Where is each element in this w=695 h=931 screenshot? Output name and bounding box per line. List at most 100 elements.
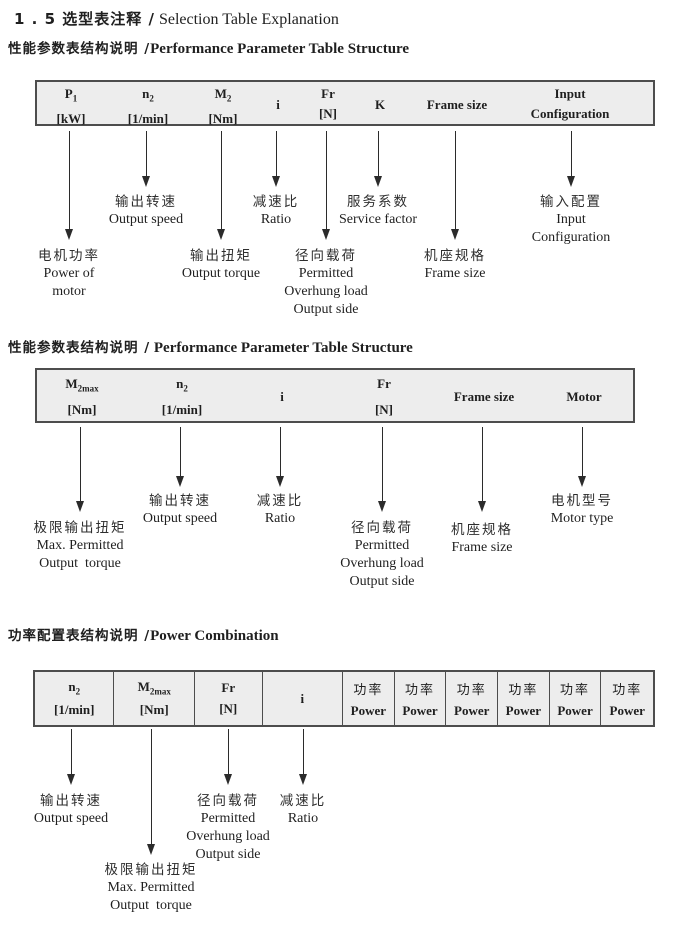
col-frame-size: Frame size — [402, 95, 512, 115]
callout-overhung-load: 径向载荷 Permitted Overhung load Output side — [340, 519, 424, 591]
col-unit: Power — [557, 702, 593, 718]
callout-line: 输出转速 — [114, 194, 177, 210]
arrow-down-icon — [377, 427, 387, 512]
col-main: i — [280, 389, 284, 404]
col-i: i — [227, 387, 337, 407]
col-main: M2max — [65, 376, 99, 394]
col-main: n2 — [68, 679, 81, 697]
arrow-down-icon — [373, 131, 383, 187]
callout-line: 服务系数 — [347, 194, 409, 210]
section-heading-en: Performance Parameter Table Structure — [150, 41, 410, 57]
col-m2max: M2max [Nm] — [27, 374, 137, 420]
col-main: 功率 — [560, 682, 591, 698]
callout-line: Output torque — [110, 898, 192, 913]
callout-line: Service factor — [338, 212, 418, 227]
callout-ratio: 减速比 Ratio — [280, 792, 327, 828]
col-main: i — [300, 690, 305, 706]
callout-line: Max. Permitted — [36, 538, 124, 553]
callout-overhung-load: 径向载荷 Permitted Overhung load Output side — [284, 247, 368, 319]
callout-line: Overhung load — [340, 556, 424, 571]
arrow-down-icon — [450, 131, 460, 240]
col-main: Frame size — [426, 97, 488, 112]
page-title: 1 . 5 选型表注释 / Selection Table Explanatio… — [14, 8, 339, 29]
section-heading: 功率配置表结构说明 /Power Combination — [8, 624, 279, 645]
callout-line: motor — [52, 284, 86, 299]
col-unit: [N] — [374, 402, 394, 417]
col-main: Motor — [566, 389, 602, 404]
callout-line: Input — [556, 212, 586, 227]
arrow-down-icon — [175, 427, 185, 487]
callout-output-speed: 输出转速 Output speed — [143, 492, 217, 528]
arrow-down-icon — [477, 427, 487, 512]
callout-output-speed: 输出转速 Output speed — [109, 193, 183, 229]
callout-line: 径向载荷 — [197, 793, 259, 809]
callout-line: 输出转速 — [39, 793, 102, 809]
col-fr: Fr [N] — [195, 672, 263, 725]
col-main: 功率 — [612, 682, 643, 698]
callout-line: 机座规格 — [424, 248, 486, 264]
arrow-down-icon — [271, 131, 281, 187]
arrow-down-icon — [275, 427, 285, 487]
arrow-down-icon — [577, 427, 587, 487]
callout-line: Ratio — [264, 511, 296, 526]
col-main: K — [374, 97, 386, 112]
col-k: K — [325, 95, 435, 115]
col-power-4: 功率 Power — [498, 672, 550, 725]
col-main: M2 — [214, 86, 232, 104]
col-power-6: 功率 Power — [601, 672, 653, 725]
col-main: 功率 — [508, 682, 539, 698]
callout-output-torque: 输出扭矩 Output torque — [182, 247, 260, 283]
callout-line: Permitted — [200, 811, 256, 826]
col-main: n2 — [176, 376, 188, 394]
callout-line: Ratio — [260, 212, 292, 227]
power-combination-table: n2 [1/min] M2max [Nm] Fr [N] i 功率 Power … — [33, 670, 655, 727]
col-unit: [1/min] — [54, 701, 95, 717]
arrow-down-icon — [223, 729, 233, 785]
col-unit: Configuration — [530, 106, 610, 121]
callout-line: 极限输出扭矩 — [33, 520, 127, 536]
callout-line: Output torque — [39, 556, 121, 571]
callout-max-output-torque: 极限输出扭矩 Max. Permitted Output torque — [34, 519, 127, 573]
callout-ratio: 减速比 Ratio — [253, 193, 300, 229]
arrow-down-icon — [146, 729, 156, 855]
col-unit: [1/min] — [161, 402, 203, 417]
callout-line: 减速比 — [256, 493, 304, 509]
callout-overhung-load: 径向载荷 Permitted Overhung load Output side — [186, 792, 270, 864]
callout-line: Frame size — [424, 266, 486, 281]
col-main: Fr — [321, 86, 335, 101]
callout-line: Permitted — [354, 538, 410, 553]
callout-line: Output torque — [181, 266, 261, 281]
col-main: Frame size — [453, 389, 515, 404]
col-unit: [Nm] — [139, 701, 169, 717]
callout-line: 径向载荷 — [295, 248, 357, 264]
col-main: i — [276, 97, 280, 112]
col-unit: Power — [609, 702, 645, 718]
col-fr: Fr [N] — [329, 374, 439, 420]
callout-service-factor: 服务系数 Service factor — [339, 193, 417, 229]
callout-line: Configuration — [531, 230, 611, 245]
arrow-down-icon — [298, 729, 308, 785]
callout-line: Output speed — [33, 811, 109, 826]
callout-line: 机座规格 — [451, 522, 513, 538]
col-power-1: 功率 Power — [343, 672, 395, 725]
callout-line: 减速比 — [279, 793, 327, 809]
col-main: Fr — [377, 376, 391, 391]
callout-line: 输出转速 — [148, 493, 211, 509]
section-heading-zh: 性能参数表结构说明 / — [8, 41, 151, 57]
col-main: 功率 — [353, 682, 384, 698]
arrow-down-icon — [321, 131, 331, 240]
callout-line: Permitted — [298, 266, 354, 281]
col-main: Fr — [221, 680, 236, 695]
section-heading: 性能参数表结构说明 /Performance Parameter Table S… — [8, 37, 409, 58]
page-title-en: Selection Table Explanation — [154, 11, 339, 28]
col-n2: n2 [1/min] — [35, 672, 115, 725]
col-power-2: 功率 Power — [395, 672, 447, 725]
callout-line: Output side — [293, 302, 359, 317]
section-heading-en: Power Combination — [150, 628, 279, 644]
col-unit: Power — [454, 702, 490, 718]
col-main: Input — [554, 86, 586, 101]
callout-line: Ratio — [287, 811, 319, 826]
col-unit: [Nm] — [67, 402, 97, 417]
col-i: i — [263, 672, 344, 725]
arrow-down-icon — [64, 131, 74, 240]
